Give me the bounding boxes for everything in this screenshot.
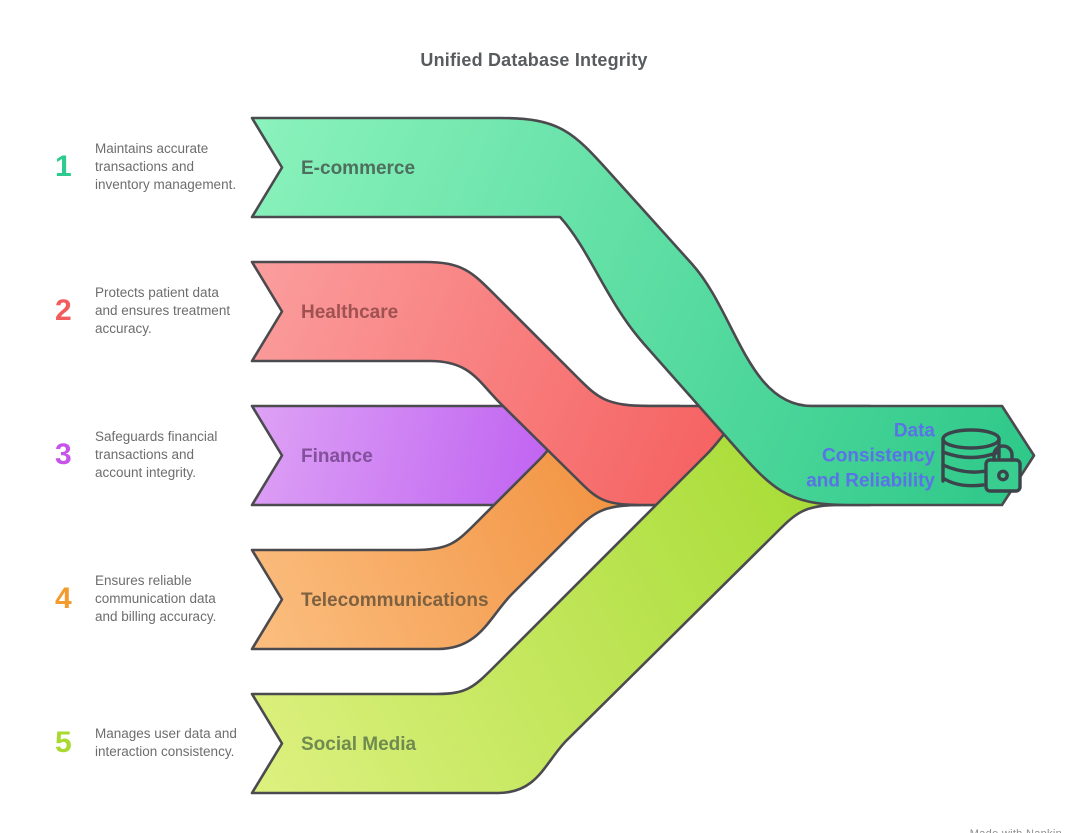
output-label-line-2: Consistency [822, 445, 935, 467]
lock-keyhole [997, 469, 1009, 482]
step-description-2: Protects patient data and ensures treatm… [95, 284, 231, 337]
page-title: Unified Database Integrity [420, 50, 648, 70]
step-description-4: Ensures reliable communication data and … [95, 572, 217, 625]
step-description-1: Maintains accurate transactions and inve… [95, 140, 237, 193]
step-number-1: 1 [55, 150, 72, 183]
step-description-3: Safeguards financial transactions and ac… [95, 428, 218, 481]
step-number-2: 2 [55, 294, 72, 327]
watermark: Made with Napkin [970, 828, 1062, 833]
output-label-line-3: and Reliability [806, 470, 935, 492]
step-number-3: 3 [55, 438, 72, 471]
database-lock-icon [941, 428, 1022, 493]
lock-body [984, 458, 1022, 493]
step-description-5: Manages user data and interaction consis… [95, 725, 237, 759]
lock-shackle [992, 444, 1014, 462]
output-label-line-1: Data [893, 420, 935, 442]
band-label-finance: Finance [301, 446, 373, 467]
ribbon-ecommerce-output-arrow [250, 116, 1036, 507]
step-number-5: 5 [55, 726, 72, 759]
band-label-telecommunications: Telecommunications [301, 590, 489, 611]
band-label-ecommerce: E-commerce [301, 158, 416, 179]
output-label: Data Consistency and Reliability [770, 418, 935, 493]
step-number-4: 4 [55, 582, 72, 615]
band-label-social-media: Social Media [301, 734, 417, 755]
band-label-healthcare: Healthcare [301, 302, 399, 323]
